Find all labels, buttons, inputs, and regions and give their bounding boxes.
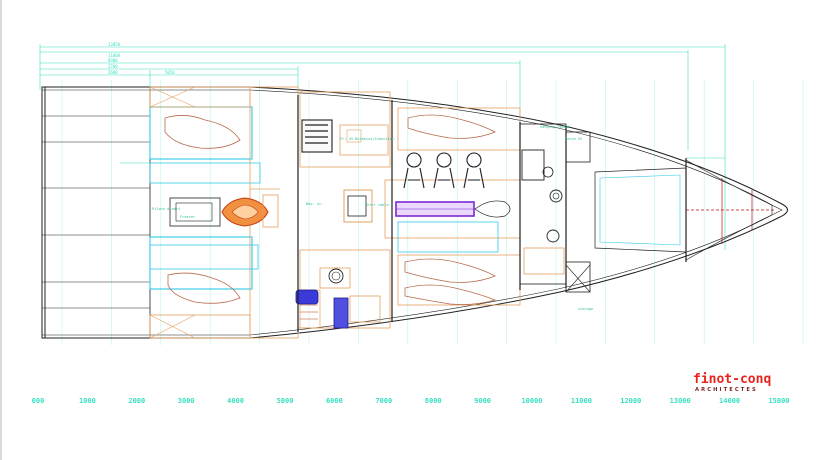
scale-label: 11000 xyxy=(571,397,592,405)
top-dimension-labels: 13850 11800 8900 2700 2600 5050 xyxy=(108,42,175,75)
scale-label: 3000 xyxy=(178,397,195,405)
dim-label: 2700 xyxy=(108,64,118,69)
logo-subtitle: ARCHITECTES xyxy=(695,387,758,393)
salon-furniture xyxy=(295,91,521,329)
crew-seats xyxy=(403,152,485,189)
note-bench: Bench 55 xyxy=(565,137,582,141)
logo-wordmark: finot-conq xyxy=(693,372,771,387)
dim-label: 13850 xyxy=(108,42,121,47)
scale-label: 6000 xyxy=(326,397,343,405)
engine-room xyxy=(169,188,280,228)
scale-label: 1000 xyxy=(79,397,96,405)
scale-bar: 000 1000 2000 3000 4000 5000 6000 7000 8000 9000 1… xyxy=(32,397,790,405)
note-hanging-locker: hanging locker xyxy=(540,125,571,129)
scale-label: 10000 xyxy=(521,397,542,405)
top-dimension-lines xyxy=(39,44,726,250)
note-chart-table: Chart table xyxy=(365,203,389,207)
note-galley: Fr: 45 Barbecue/Induction xyxy=(340,137,394,141)
scale-label: 5000 xyxy=(277,397,294,405)
scale-label: 000 xyxy=(32,397,45,405)
bulkheads xyxy=(297,95,687,332)
dim-label: 5050 xyxy=(165,70,175,75)
dim-label: 2600 xyxy=(108,70,118,75)
dim-label: 8900 xyxy=(108,58,118,63)
scale-label: 7000 xyxy=(375,397,392,405)
scale-label: 2000 xyxy=(128,397,145,405)
scale-label: 13000 xyxy=(670,397,691,405)
dim-label: 11800 xyxy=(108,53,121,58)
finot-conq-logo: finot-conq ARCHITECTES xyxy=(693,372,771,393)
note-pilot: Pilote d'abri xyxy=(152,207,180,211)
scale-label: 14000 xyxy=(719,397,740,405)
note-storage: storage xyxy=(578,307,593,311)
scale-label: 8000 xyxy=(425,397,442,405)
scale-label: 15000 xyxy=(768,397,789,405)
scale-label: 9000 xyxy=(474,397,491,405)
scale-label: 4000 xyxy=(227,397,244,405)
note-nav-station: Nav. st. xyxy=(306,202,323,206)
bow-structure xyxy=(685,159,783,261)
plan-annotations: hanging locker Fr: 45 Barbecue/Induction… xyxy=(152,125,593,311)
note-freezer: Freezer xyxy=(180,215,196,219)
scale-label: 12000 xyxy=(620,397,641,405)
